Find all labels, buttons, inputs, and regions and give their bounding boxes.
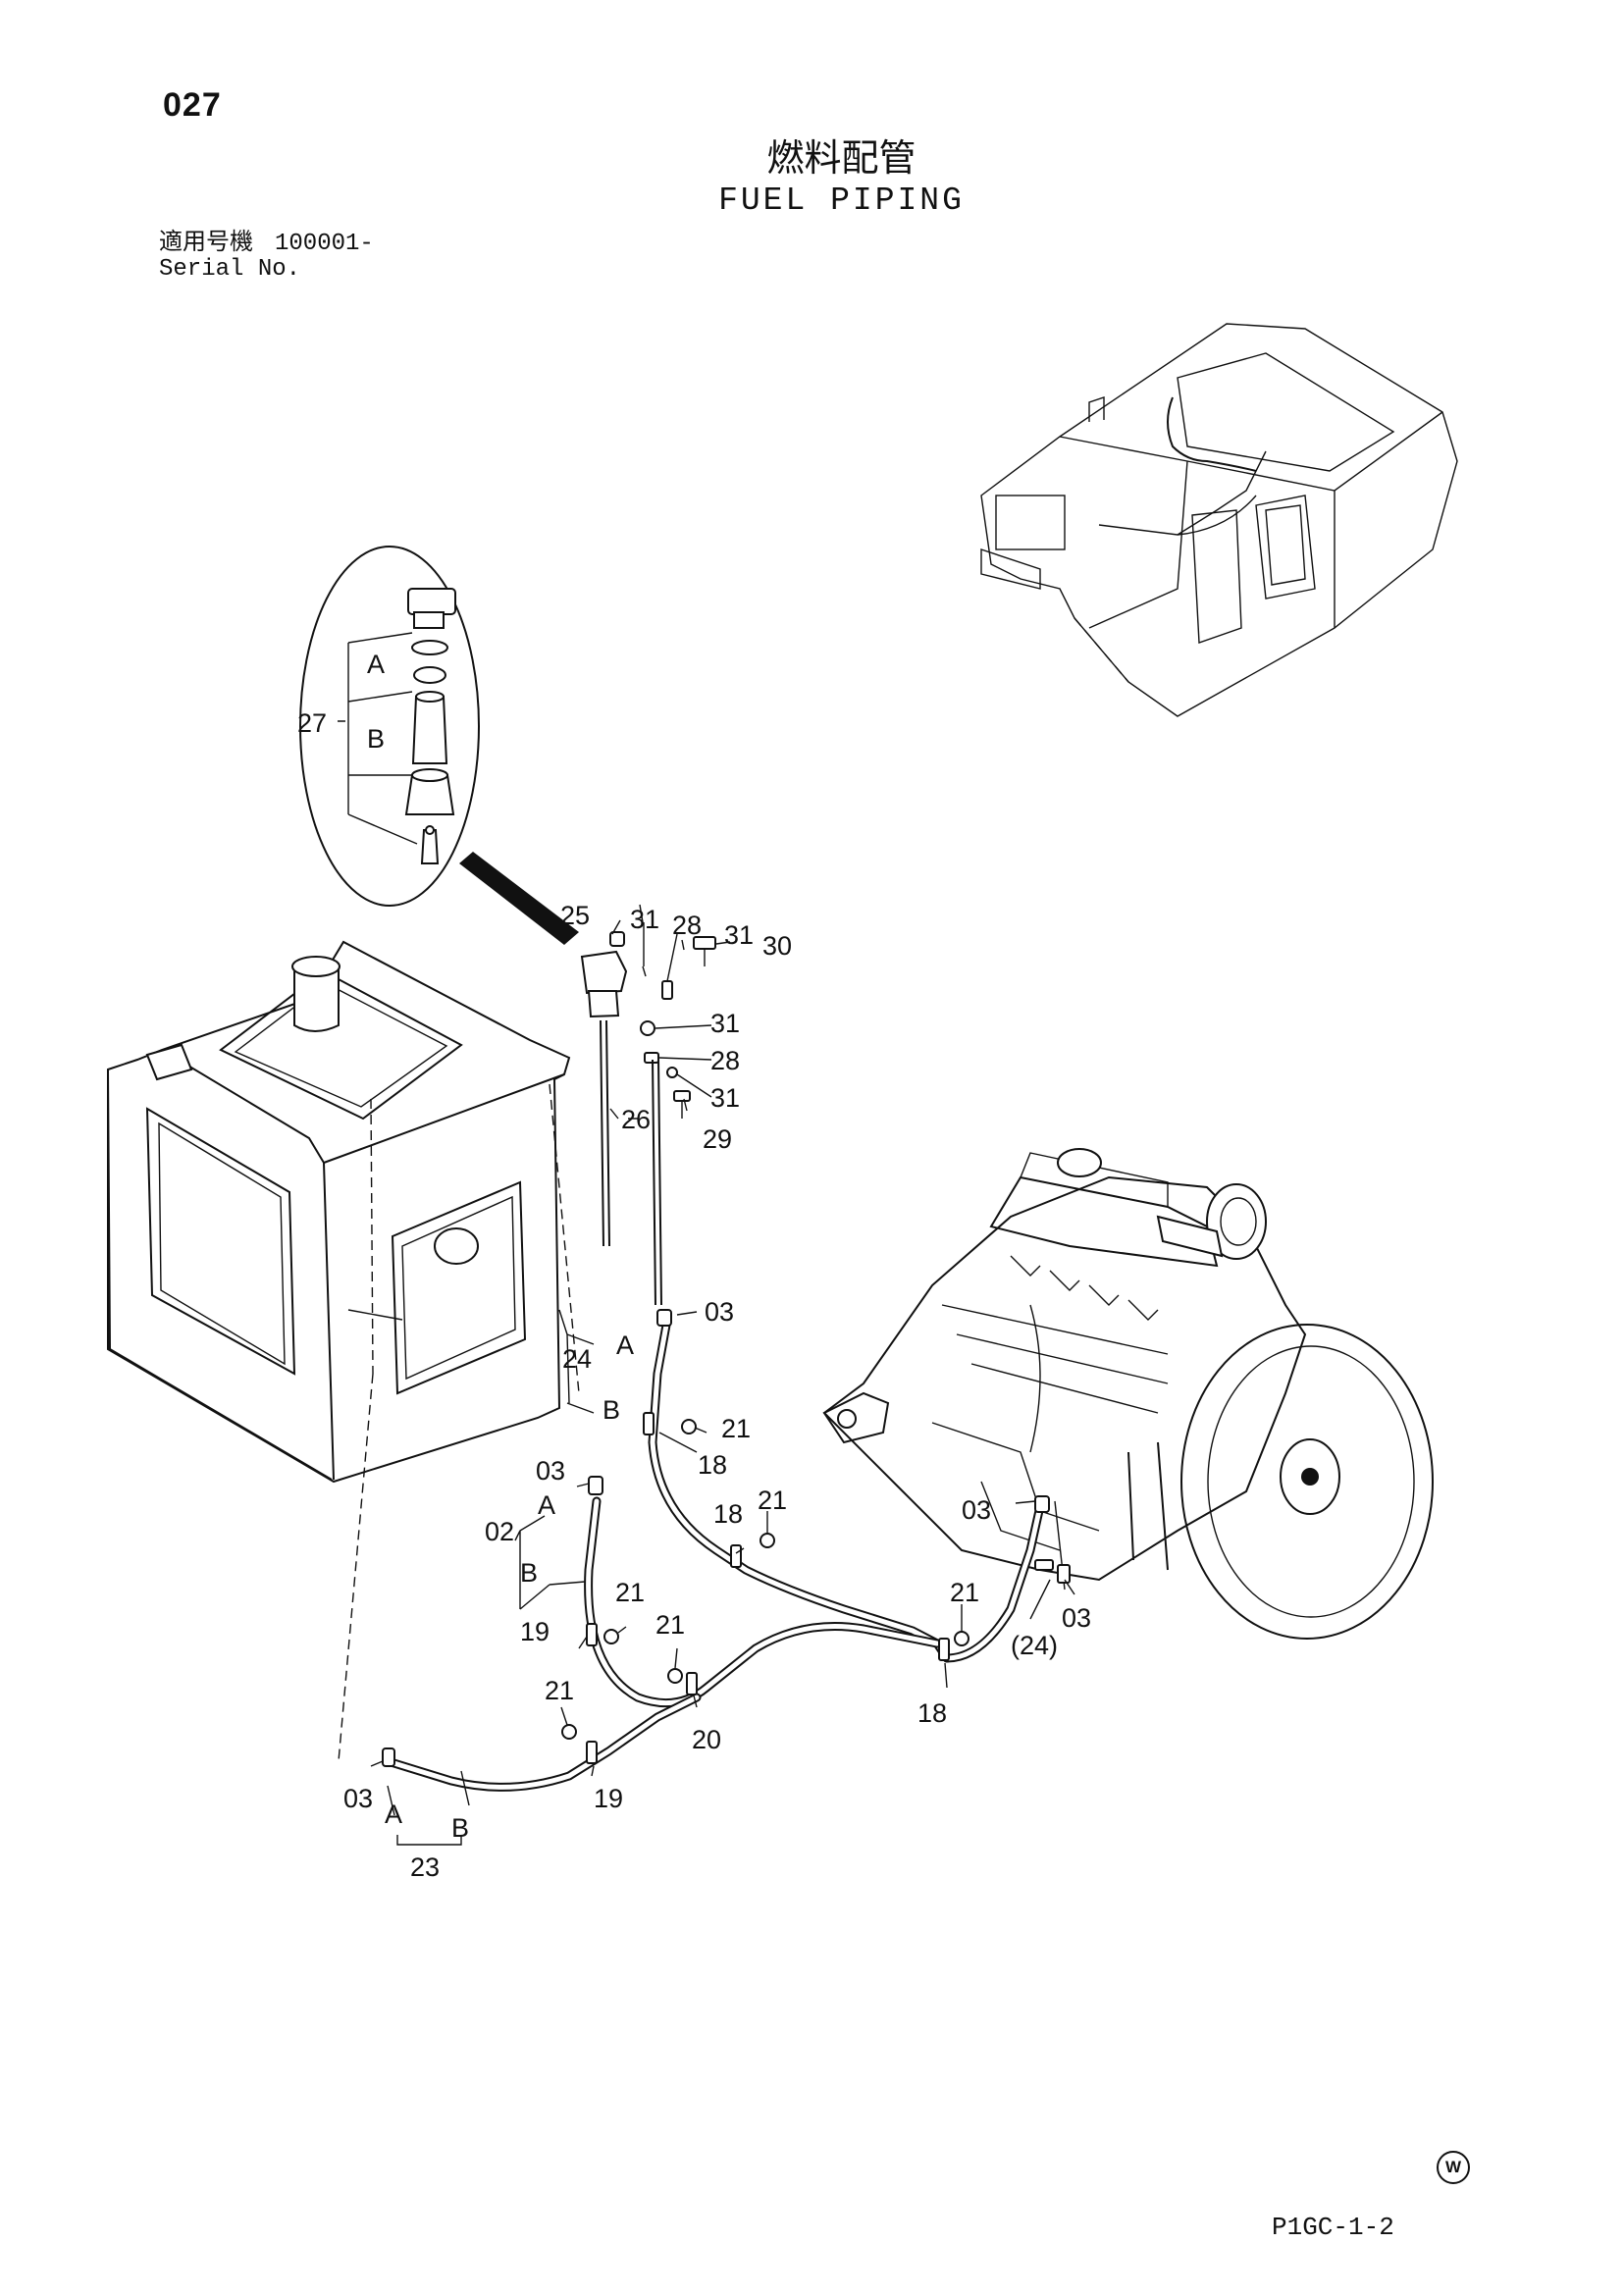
callout-30: 30 <box>762 931 792 961</box>
callout-28-b: 28 <box>710 1046 740 1075</box>
fuel-tank-icon <box>107 940 571 1484</box>
callout-21-d: 21 <box>950 1578 979 1607</box>
callout-21-e: 21 <box>655 1610 685 1640</box>
clamps <box>382 1309 1071 1767</box>
page-title: FUEL PIPING <box>718 183 965 219</box>
page-number: 027 <box>163 86 222 124</box>
callout-24-paren: (24) <box>1011 1631 1058 1660</box>
callout-20: 20 <box>692 1725 721 1754</box>
filter-assembly <box>580 931 716 1306</box>
fuel-hoses <box>338 1083 1066 1792</box>
fuel-filter-detail-icon <box>299 546 579 945</box>
callout-21-c: 21 <box>615 1578 645 1607</box>
callout-31-b: 31 <box>724 920 754 950</box>
w-mark: W <box>1437 2151 1470 2184</box>
serial-label: Serial No. <box>159 256 301 283</box>
page-code: P1GC-1-2 <box>1272 2213 1394 2242</box>
callout-03-d: 03 <box>1062 1603 1091 1633</box>
callout-31-d: 31 <box>710 1083 740 1113</box>
callout-23-a: A <box>385 1799 402 1829</box>
callout-21-a: 21 <box>721 1414 751 1443</box>
callout-21-f: 21 <box>545 1676 574 1705</box>
callout-24-b: B <box>602 1395 620 1425</box>
callout-31-a: 31 <box>630 905 659 934</box>
callout-27-b: B <box>367 724 385 754</box>
callout-27-a: A <box>367 650 385 679</box>
callout-19-b: 19 <box>594 1784 623 1813</box>
callout-labels: 27 A B 25 31 28 31 30 31 28 31 29 26 03 … <box>297 650 1091 1882</box>
callout-19-a: 19 <box>520 1617 550 1646</box>
callout-03-b: 03 <box>536 1456 565 1486</box>
callout-24: 24 <box>562 1344 592 1374</box>
callout-29: 29 <box>703 1124 732 1154</box>
serial-number: 100001- <box>275 231 374 257</box>
machine-overview-icon <box>980 323 1458 717</box>
leader-lines <box>370 904 1075 1846</box>
engine-icon <box>822 1148 1434 1640</box>
callout-24-a: A <box>616 1330 634 1360</box>
callout-18-a: 18 <box>698 1450 727 1480</box>
serial-label-japanese: 適用号機 <box>159 231 253 257</box>
callout-03-c: 03 <box>962 1495 991 1525</box>
callout-03-e: 03 <box>343 1784 373 1813</box>
callout-27: 27 <box>297 708 327 738</box>
serial-info: 適用号機 100001- Serial No. <box>159 232 395 283</box>
callout-25: 25 <box>560 901 590 930</box>
callout-23-b: B <box>451 1813 469 1843</box>
callout-21-b: 21 <box>758 1486 787 1515</box>
callout-03-a: 03 <box>705 1297 734 1327</box>
callout-28-a: 28 <box>672 911 702 940</box>
callout-26: 26 <box>621 1105 651 1134</box>
callout-31-c: 31 <box>710 1009 740 1038</box>
callout-23: 23 <box>410 1852 440 1882</box>
callout-02-b: B <box>520 1558 538 1588</box>
callout-18-b: 18 <box>713 1499 743 1529</box>
callout-02-a: A <box>538 1490 555 1520</box>
page-title-japanese: 燃料配管 <box>766 138 917 180</box>
callout-18-c: 18 <box>917 1698 947 1728</box>
callout-02: 02 <box>485 1517 514 1546</box>
